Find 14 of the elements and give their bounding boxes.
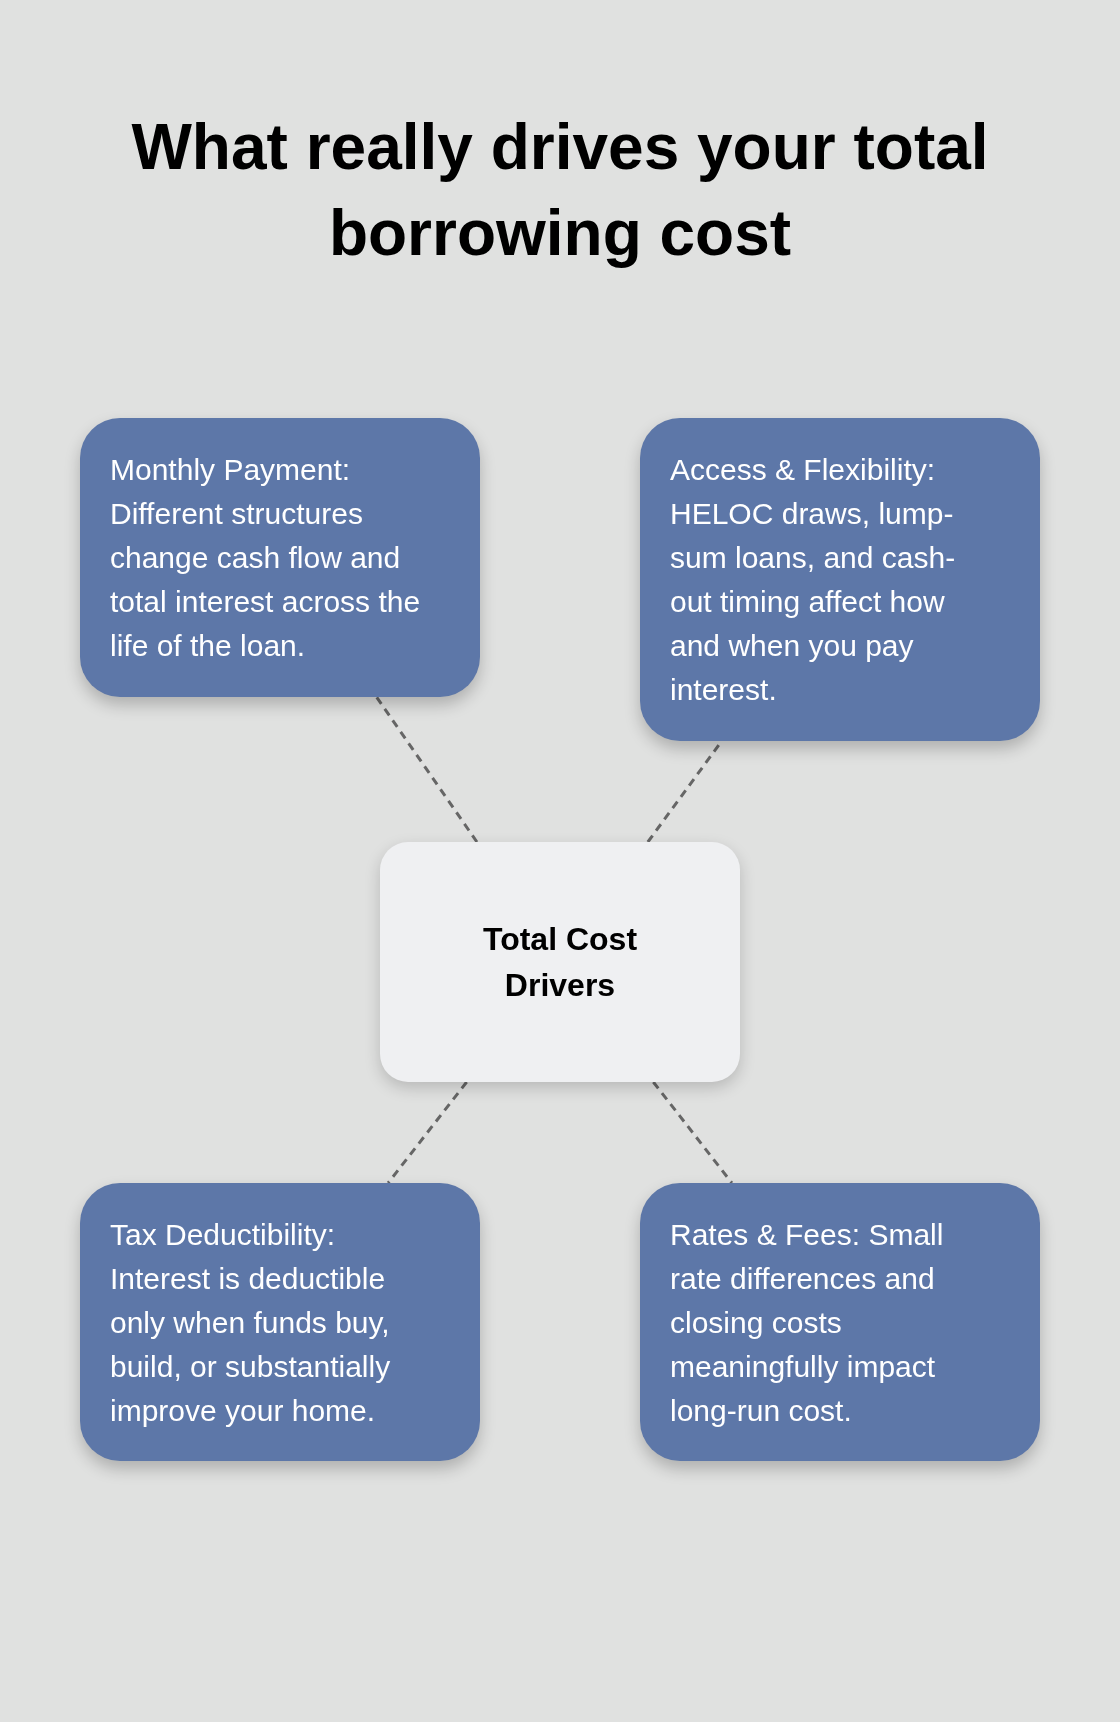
factor-card	[640, 418, 1040, 741]
factor-text: Access & Flexibility: HELOC draws, lump-sum loans, and cash-out timing affect how and when you pay interest.	[670, 452, 957, 708]
dashed-connector	[386, 1081, 468, 1184]
dashed-connector	[652, 1081, 734, 1184]
factor-text: Tax Deductibility: Interest is deductible only when funds buy, build, or substantially improve your home.	[110, 1217, 392, 1429]
factor-card	[640, 1183, 1040, 1461]
title: What really drives your total borrowing cost	[130, 110, 990, 271]
dashed-connector	[375, 696, 479, 843]
factor-text: Monthly Payment: Different structures change cash flow and total interest across the life of the loan.	[110, 452, 422, 664]
factor-card	[80, 1183, 480, 1461]
factor-card	[80, 418, 480, 697]
center-label: Total Cost Drivers	[481, 920, 639, 1005]
factor-text: Rates & Fees: Small rate differences and closing costs meaningfully impact long-run cost.	[670, 1217, 945, 1429]
center-box	[380, 842, 740, 1082]
